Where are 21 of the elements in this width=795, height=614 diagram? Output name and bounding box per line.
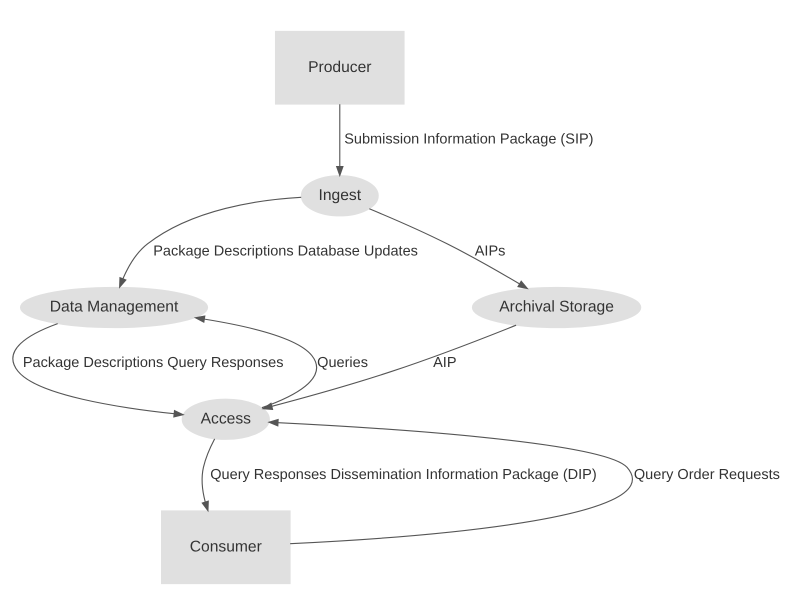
arrow — [201, 438, 216, 512]
node-ellipse: Archival Storage — [472, 286, 642, 328]
edge-label: AIPs — [474, 242, 506, 259]
node-ellipse: Ingest — [300, 174, 379, 216]
arrow — [12, 322, 185, 418]
node-ellipse: Access — [182, 398, 270, 440]
node-box: Producer — [274, 30, 405, 104]
arrow — [369, 208, 529, 289]
edge-label: Queries — [317, 354, 368, 371]
edge-label: AIP — [433, 354, 457, 371]
edge-label: Query Order Requests — [634, 466, 780, 482]
edge-label: Package Descriptions Database Updates — [153, 242, 418, 259]
node-ellipse: Data Management — [20, 286, 208, 328]
node-box: Consumer — [160, 510, 291, 584]
arrow — [119, 196, 302, 288]
edge-label: Submission Information Package (SIP) — [344, 131, 594, 148]
edge-label: Package Descriptions Query Responses — [22, 354, 284, 371]
arrow — [194, 314, 318, 408]
arrow — [336, 104, 344, 177]
edge-label: Query Responses Dissemination Information Package (DIP) — [210, 466, 597, 482]
arrow — [267, 418, 632, 544]
